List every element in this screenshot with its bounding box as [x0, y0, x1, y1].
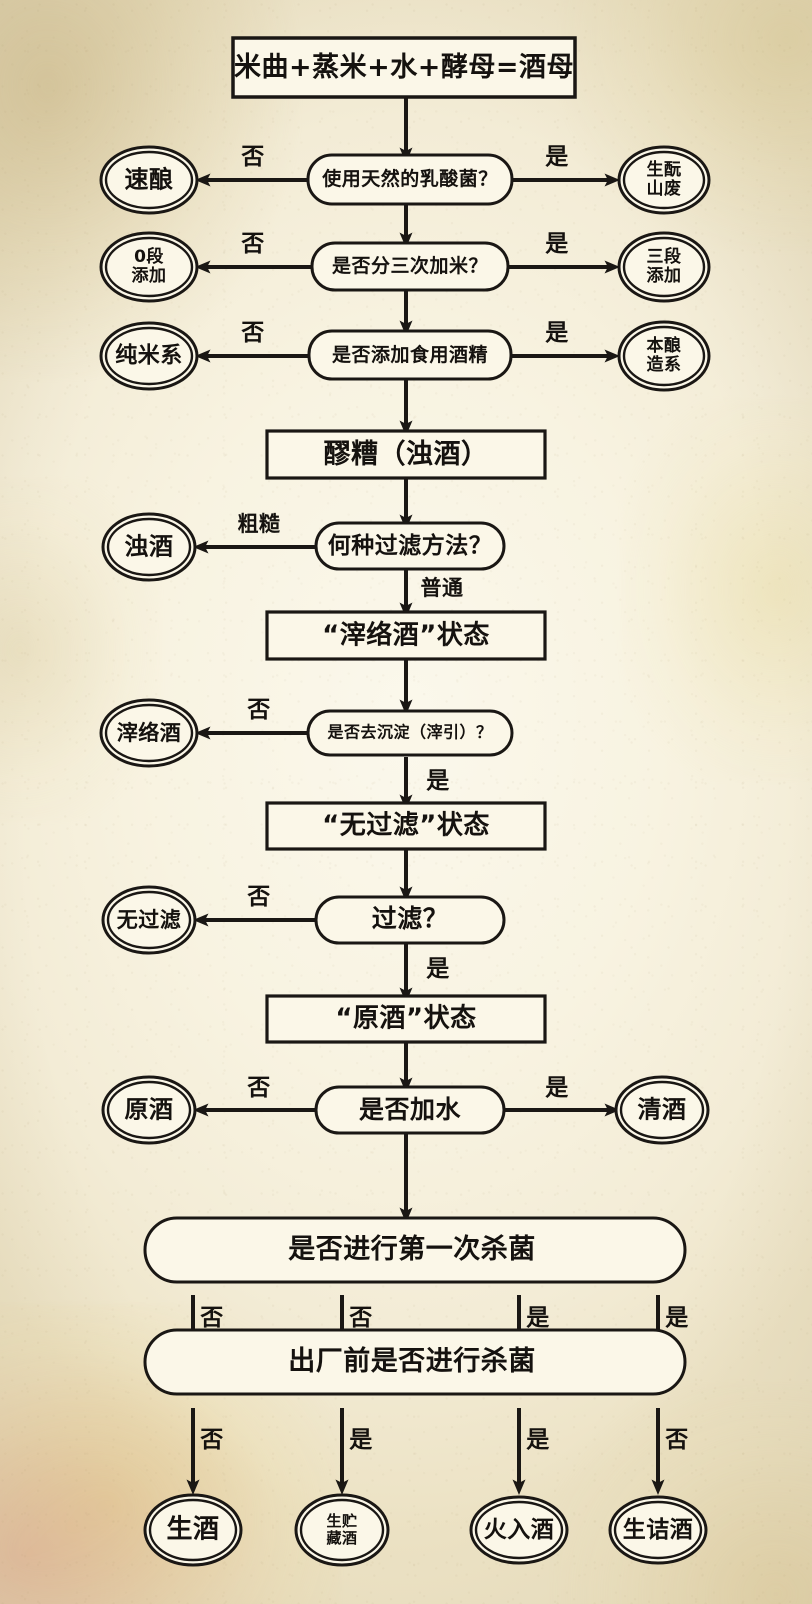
outcome-label-b3: 火入酒: [483, 1516, 555, 1543]
outcome-label-r1-line1: 生酛: [646, 159, 682, 180]
node-shape-start: [231, 36, 577, 99]
node-label-d6: 过滤？: [371, 903, 449, 933]
outcome-label-b2-line1: 生贮: [326, 1512, 358, 1531]
edge-label-d3-yes: 是: [545, 319, 569, 346]
outcome-label-b1: 生酒: [166, 1514, 220, 1545]
node-label-s1: 醪糟（浊酒）: [323, 438, 489, 470]
edge-label-d4-coarse: 粗糙: [237, 511, 281, 536]
outcome-label-r2: 三段 添加: [627, 246, 701, 286]
edge-label-d1-yes: 是: [545, 143, 569, 170]
branch-label-1-4: 是: [665, 1304, 689, 1331]
edge-label-d7-no: 否: [247, 1074, 271, 1101]
node-label-d8: 是否进行第一次杀菌: [288, 1233, 536, 1265]
node-label-d5: 是否去沉淀（滓引）？: [327, 722, 493, 742]
paper-stain-bottom-right: [552, 1384, 812, 1604]
outcome-label-r3-line2: 造系: [646, 355, 682, 375]
outcome-label-b2-line2: 藏酒: [326, 1529, 358, 1547]
branch-label-1-2: 否: [349, 1304, 373, 1331]
outcome-label-r3: 本酿 造系: [627, 335, 701, 375]
outcome-label-r3-line1: 本酿: [646, 335, 682, 356]
branch-label-2-4: 否: [665, 1426, 689, 1453]
edge-label-d6-yes: 是: [426, 955, 450, 982]
node-shape-s2: [265, 610, 547, 661]
outcome-label-r2-line1: 三段: [646, 246, 682, 267]
edge-label-d7-yes: 是: [545, 1074, 569, 1101]
outcome-label-o7: 原酒: [124, 1095, 174, 1124]
outcome-label-o3: 纯米系: [115, 343, 183, 369]
node-label-s2: “滓络酒”状态: [322, 620, 490, 651]
outcome-label-r1-line2: 山废: [646, 179, 682, 199]
branch-label-1-3: 是: [526, 1304, 550, 1331]
branch-arrows-row-2: [186, 1408, 665, 1495]
outcome-label-o5: 滓络酒: [116, 720, 182, 745]
node-label-s3: “无过滤”状态: [322, 810, 490, 841]
outcome-label-b4: 生诘酒: [622, 1516, 694, 1543]
outcome-label-o4: 浊酒: [124, 532, 174, 561]
edge-label-d5-yes: 是: [426, 767, 450, 794]
node-shape-s1: [265, 429, 547, 480]
node-label-d9: 出厂前是否进行杀菌: [288, 1345, 536, 1377]
outcome-label-o2-line1: 0段: [134, 246, 164, 267]
node-shape-s3: [265, 801, 547, 851]
edge-label-d3-no: 否: [241, 319, 265, 346]
edge-label-d2-no: 否: [241, 230, 265, 257]
outcome-label-o2-line2: 添加: [131, 266, 167, 286]
edge-label-d6-no: 否: [247, 883, 271, 910]
outcome-label-r2-line2: 添加: [646, 266, 682, 286]
edge-label-d2-yes: 是: [545, 230, 569, 257]
node-shape-d8: [143, 1216, 687, 1284]
branch-label-2-3: 是: [526, 1426, 550, 1453]
outcome-label-r4: 清酒: [637, 1095, 687, 1124]
node-label-start: 米曲+蒸米+水+酵母=酒母: [234, 51, 574, 83]
branch-label-2-1: 否: [200, 1426, 224, 1453]
node-label-d4: 何种过滤方法？: [327, 532, 493, 559]
node-shape-d9: [143, 1328, 687, 1396]
paper-stain-mid-right: [622, 400, 812, 780]
node-label-d3: 是否添加食用酒精: [331, 344, 489, 367]
branch-label-1-1: 否: [200, 1304, 224, 1331]
edge-label-d4-normal: 普通: [420, 575, 464, 600]
outcome-label-o1: 速酿: [124, 165, 174, 194]
edge-label-d1-no: 否: [241, 143, 265, 170]
outcome-label-r1: 生酛 山废: [627, 159, 701, 199]
node-label-d7: 是否加水: [358, 1094, 462, 1124]
outcome-label-b2: 生贮 藏酒: [307, 1513, 377, 1547]
branch-label-2-2: 是: [349, 1426, 373, 1453]
edge-label-d5-no: 否: [247, 696, 271, 723]
outcome-label-o6: 无过滤: [116, 907, 182, 932]
outcome-label-o2: 0段 添加: [112, 246, 186, 286]
node-label-d2: 是否分三次加米？: [331, 255, 489, 278]
node-label-s4: “原酒”状态: [335, 1003, 477, 1034]
node-shape-s4: [265, 994, 547, 1044]
node-label-d1: 使用天然的乳酸菌？: [322, 168, 498, 191]
